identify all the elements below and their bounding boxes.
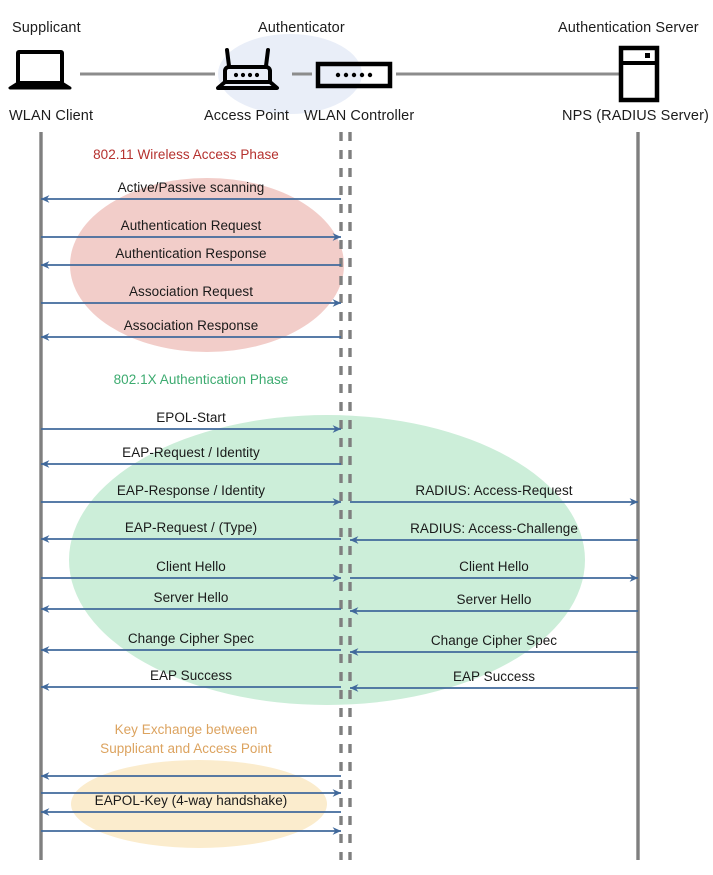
msg-eap-success-left-label: EAP Success	[149, 668, 233, 683]
device-label-access-point: Access Point	[204, 108, 290, 124]
wireless-router-icon	[216, 48, 279, 90]
device-label-wlan-controller: WLAN Controller	[304, 108, 415, 124]
msg-active-passive-scanning-label: Active/Passive scanning	[117, 180, 265, 195]
msg-radius-access-request-label: RADIUS: Access-Request	[415, 483, 573, 498]
role-label-authentication-server: Authentication Server	[558, 20, 699, 36]
server-tower-icon	[618, 45, 660, 103]
phase-80211-wireless-access-label: 802.11 Wireless Access Phase	[93, 147, 279, 162]
role-label-supplicant: Supplicant	[12, 20, 81, 36]
msg-server-hello-left-label: Server Hello	[153, 590, 229, 605]
device-label-wlan-client: WLAN Client	[9, 108, 94, 124]
msg-authentication-response-label: Authentication Response	[115, 246, 267, 261]
msg-server-hello-right-label: Server Hello	[456, 592, 532, 607]
phase-ellipse-8021x	[69, 415, 585, 705]
msg-client-hello-left-label: Client Hello	[156, 559, 226, 574]
controller-icon	[315, 61, 393, 89]
msg-eap-success-right-label: EAP Success	[452, 669, 536, 684]
laptop-icon	[8, 50, 72, 90]
phase-8021x-authentication-label: 802.1X Authentication Phase	[113, 372, 289, 387]
authenticator-halo	[218, 34, 362, 114]
msg-eap-response-identity-label: EAP-Response / Identity	[116, 483, 266, 498]
msg-eap-request-identity-label: EAP-Request / Identity	[122, 445, 260, 460]
msg-association-response-label: Association Response	[123, 318, 259, 333]
phase-ellipse-key-exchange	[71, 760, 327, 848]
msg-client-hello-right-label: Client Hello	[459, 559, 529, 574]
msg-eapol-start-label: EPOL-Start	[156, 410, 226, 425]
msg-key-exchange-3-label: EAPOL-Key (4-way handshake)	[94, 793, 288, 808]
msg-radius-access-challenge-label: RADIUS: Access-Challenge	[410, 521, 578, 536]
msg-eap-request-type-label: EAP-Request / (Type)	[124, 520, 258, 535]
msg-change-cipher-spec-left-label: Change Cipher Spec	[127, 631, 255, 646]
msg-authentication-request-label: Authentication Request	[120, 218, 262, 233]
msg-association-request-label: Association Request	[128, 284, 254, 299]
device-label-nps-radius-server: NPS (RADIUS Server)	[562, 108, 709, 124]
role-label-authenticator: Authenticator	[258, 20, 345, 36]
msg-change-cipher-spec-right-label: Change Cipher Spec	[430, 633, 558, 648]
